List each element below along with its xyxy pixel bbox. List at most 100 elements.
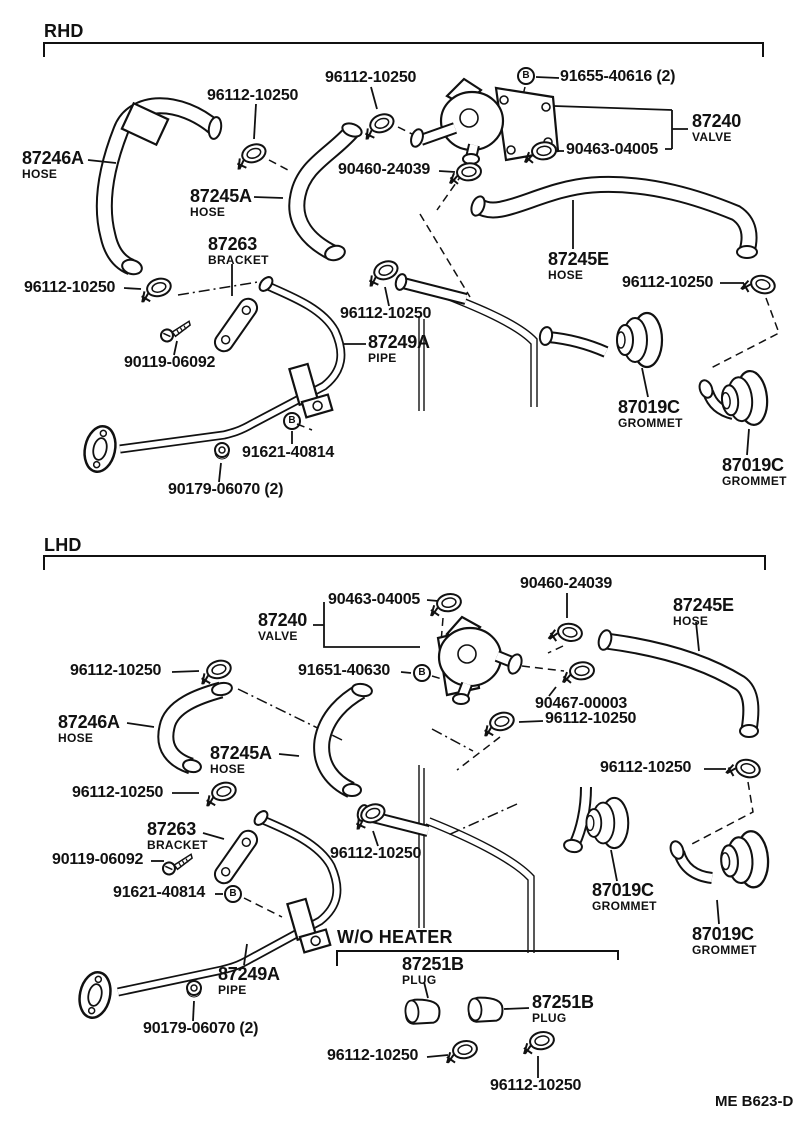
hose-clamp-icon — [547, 619, 585, 647]
hose-clamp-icon — [447, 161, 483, 186]
part-number: B — [517, 67, 535, 85]
screw-icon-rhd — [158, 320, 194, 344]
label-90119-06092-rhd: 90119-06092 — [124, 355, 215, 371]
hose-clamp-icon — [350, 800, 389, 832]
part-number: 90179-06070 (2) — [143, 1020, 259, 1037]
part-subtext: BRACKET — [147, 838, 208, 852]
heater-valve-lhd — [436, 615, 523, 705]
part-number: 96112-10250 — [490, 1077, 582, 1094]
bracket-87263-lhd — [210, 826, 262, 888]
bolt-symbol-rhd-b: B — [283, 412, 301, 430]
bolt-symbol-rhd-a: B — [517, 67, 535, 85]
hose-87245e-lhd — [597, 629, 760, 738]
label-90463-04005-lhd: 90463-04005 — [328, 592, 420, 608]
part-number: B — [283, 412, 301, 430]
part-number: 96112-10250 — [72, 784, 164, 801]
part-number: 87249A — [368, 332, 430, 352]
label-96112-10250-lhd-e: 96112-10250 — [330, 846, 421, 862]
part-subtext: PIPE — [368, 351, 397, 365]
part-number: 96112-10250 — [70, 662, 162, 679]
part-number: 90460-24039 — [520, 575, 613, 592]
hose-clamp-icon — [479, 709, 518, 739]
plug-87251b-a — [400, 996, 443, 1029]
pipe-flange-rhd — [79, 422, 121, 476]
label-96112-10250-rhd-a: 96112-10250 — [207, 88, 298, 104]
nut-icon-lhd — [186, 980, 202, 998]
part-number: 96112-10250 — [600, 759, 692, 776]
hose-clamp-icon — [442, 1038, 480, 1065]
label-96112-10250-lhd-a: 96112-10250 — [70, 663, 161, 679]
part-subtext: GROMMET — [618, 416, 683, 430]
label-90460-24039-lhd: 90460-24039 — [520, 576, 612, 592]
part-number: 87251B — [532, 992, 594, 1012]
part-subtext: PLUG — [402, 973, 437, 987]
diagram-code: ME B623-D — [715, 1093, 794, 1110]
part-subtext: GROMMET — [692, 943, 757, 957]
hose-clamp-icon — [231, 140, 270, 172]
part-subtext: HOSE — [548, 268, 584, 282]
grommet-87019c-rhd-b — [698, 368, 771, 430]
part-subtext: PIPE — [218, 983, 247, 997]
label-91621-40814-rhd: 91621-40814 — [242, 445, 334, 461]
section-brackets — [43, 42, 766, 966]
hose-87245a-lhd — [313, 682, 373, 798]
label-91655-40616: 91655-40616 (2) — [560, 68, 676, 85]
part-subtext: HOSE — [58, 731, 94, 745]
label-96112-10250-wo-b: 96112-10250 — [490, 1078, 581, 1094]
section-title-lhd: LHD — [44, 535, 82, 555]
screw-icon-lhd — [160, 853, 196, 877]
part-number: 90119-06092 — [124, 354, 216, 371]
part-number: 87249A — [218, 964, 280, 984]
part-number: 87019C — [592, 880, 654, 900]
part-number: 96112-10250 — [330, 845, 422, 862]
part-number: 96112-10250 — [24, 279, 116, 296]
part-subtext: BRACKET — [208, 253, 269, 267]
part-number: 87019C — [692, 924, 754, 944]
label-90467-00003: 90467-00003 — [535, 696, 627, 712]
hose-clamp-icon — [136, 275, 175, 305]
section-title-wo-heater: W/O HEATER — [337, 927, 453, 947]
label-90463-04005-rhd: 90463-04005 — [566, 142, 658, 158]
part-number: 87240 — [258, 610, 308, 630]
part-number: 90119-06092 — [52, 851, 144, 868]
part-number: 87245E — [673, 595, 734, 615]
part-number: 87245A — [210, 743, 272, 763]
hose-clamp-icon — [560, 660, 596, 685]
label-96112-10250-rhd-c: 96112-10250 — [24, 280, 115, 296]
label-96112-10250-rhd-b: 96112-10250 — [325, 70, 416, 86]
label-91621-40814-lhd: 91621-40814 — [113, 885, 205, 901]
part-number: 90463-04005 — [566, 141, 659, 158]
grommet-87019c-lhd-a — [563, 786, 630, 854]
bracket-87263-rhd — [210, 294, 262, 356]
part-number: 87263 — [208, 234, 258, 254]
part-subtext: VALVE — [692, 130, 732, 144]
pipe-stub-rhd — [394, 273, 468, 305]
hose-87245e-rhd — [470, 175, 758, 259]
bolt-symbol-lhd-b: B — [224, 885, 242, 903]
part-number: B — [413, 664, 431, 682]
pipe-band-rhd — [288, 362, 334, 419]
part-number: 96112-10250 — [340, 305, 432, 322]
part-subtext: PLUG — [532, 1011, 567, 1025]
label-90179-06070-lhd: 90179-06070 (2) — [143, 1020, 259, 1037]
plug-87251b-b — [463, 994, 506, 1027]
part-subtext: HOSE — [22, 167, 58, 181]
part-number: 91655-40616 (2) — [560, 68, 676, 85]
part-number: 91621-40814 — [242, 444, 335, 461]
label-96112-10250-lhd-b: 96112-10250 — [545, 711, 636, 727]
hose-87246a-lhd — [157, 681, 233, 775]
